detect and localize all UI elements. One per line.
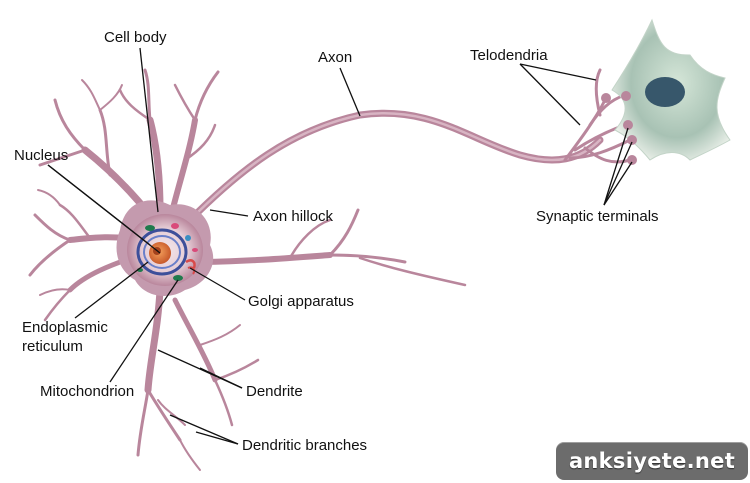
label-reticulum: reticulum [22,338,83,355]
dendrites [28,68,467,471]
label-mitochondrion: Mitochondrion [40,383,134,400]
axon [186,109,604,224]
cell-body [116,200,214,296]
label-nucleus: Nucleus [14,147,68,164]
label-axon-hillock: Axon hillock [253,208,334,225]
label-dendritic-branches: Dendritic branches [242,437,367,454]
label-telodendria: Telodendria [470,47,548,64]
mitochondrion [173,275,183,281]
leader-lines [47,47,633,445]
label-golgi-apparatus: Golgi apparatus [248,293,354,310]
golgi-apparatus [185,259,196,269]
telodendria [563,68,632,164]
endoplasmic-reticulum [136,228,188,276]
label-dendrite: Dendrite [246,383,303,400]
label-cell-body: Cell body [104,29,167,46]
target-cell [601,18,731,165]
label-axon: Axon [318,49,352,66]
label-synaptic-terminals: Synaptic terminals [536,208,659,225]
watermark-text: anksiyete.net [568,449,736,473]
labels: Cell body Axon Telodendria Nucleus Axon … [14,29,659,454]
watermark-badge: anksiyete.net [556,442,748,480]
label-endoplasmic: Endoplasmic [22,319,108,336]
target-cell-nucleus [645,77,685,107]
